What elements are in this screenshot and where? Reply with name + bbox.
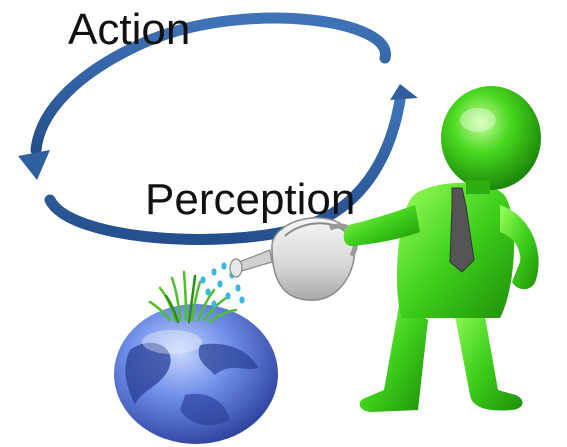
grass-icon	[148, 270, 238, 324]
watering-can-icon	[229, 217, 359, 301]
top-arrowhead-icon	[18, 150, 50, 180]
action-label: Action	[68, 5, 191, 54]
bottom-arrowhead-icon	[390, 84, 418, 100]
perception-label: Perception	[145, 175, 356, 224]
top-arc-arrow	[30, 12, 391, 156]
green-person-icon	[343, 86, 541, 412]
globe-icon	[114, 304, 278, 444]
water-droplets	[200, 262, 245, 308]
